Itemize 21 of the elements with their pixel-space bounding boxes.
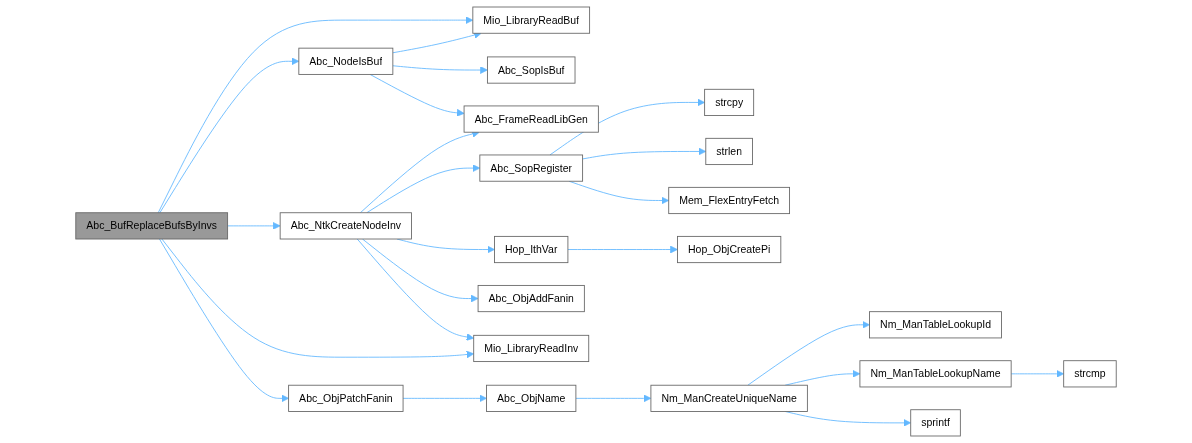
node-box: Mio_LibraryReadBuf — [472, 6, 591, 34]
node-box: Hop_IthVar — [494, 235, 569, 264]
node-box: strcpy — [704, 88, 755, 116]
node-box: Abc_BufReplaceBufsByInvs — [75, 212, 229, 240]
node-box: Abc_ObjAddFanin — [477, 284, 585, 313]
node-box: sprintf — [910, 409, 961, 437]
node-box: strcmp — [1063, 360, 1117, 388]
node-box: Abc_SopRegister — [479, 154, 584, 182]
node-box: Abc_ObjPatchFanin — [288, 384, 404, 412]
node-box: Hop_ObjCreatePi — [677, 235, 782, 264]
node-box: Abc_SopIsBuf — [487, 56, 576, 84]
node-box: Nm_ManCreateUniqueName — [650, 384, 808, 412]
node-box: Mio_LibraryReadInv — [473, 334, 590, 362]
node-box: Abc_NodeIsBuf — [298, 47, 394, 75]
node-box: Abc_FrameReadLibGen — [463, 105, 599, 133]
node-box: Nm_ManTableLookupName — [859, 360, 1012, 388]
node-box: strlen — [705, 137, 753, 166]
node-box: Nm_ManTableLookupId — [869, 311, 1002, 339]
node-box: Abc_NtkCreateNodeInv — [279, 212, 412, 240]
node-box: Mem_FlexEntryFetch — [668, 186, 790, 215]
node-box: Abc_ObjName — [486, 384, 577, 412]
